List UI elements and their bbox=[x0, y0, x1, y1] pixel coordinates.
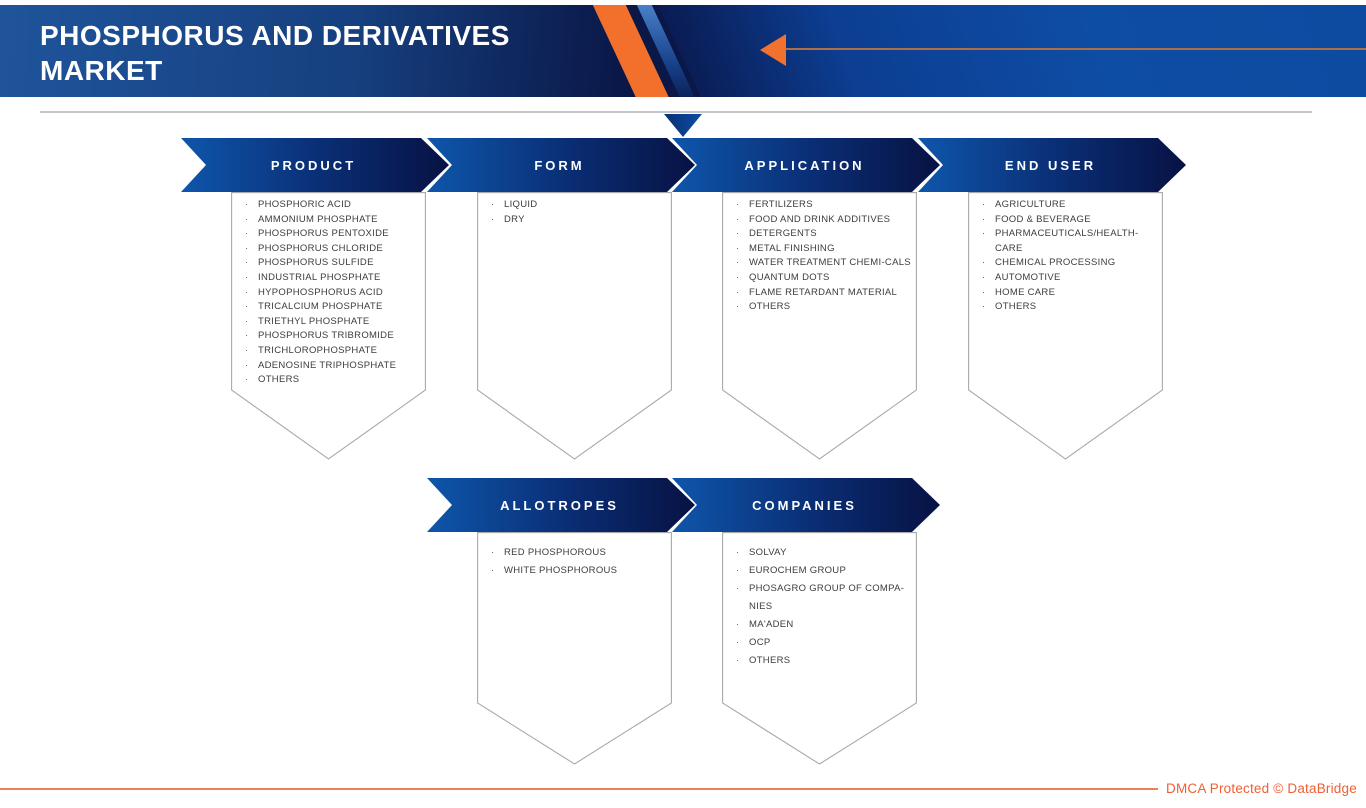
segment-form: FORM LIQUIDDRY bbox=[427, 138, 695, 460]
segment-item-list: RED PHOSPHOROUSWHITE PHOSPHOROUS bbox=[491, 544, 670, 580]
list-item: OTHERS bbox=[736, 300, 915, 315]
list-item: METAL FINISHING bbox=[736, 242, 915, 257]
segment-header-label: ALLOTROPES bbox=[500, 497, 619, 513]
list-item: HYPOPHOSPHORUS ACID bbox=[245, 286, 424, 301]
left-arrowhead-icon bbox=[760, 34, 786, 66]
list-item: CHEMICAL PROCESSING bbox=[982, 256, 1161, 271]
segment-item-list: FERTILIZERSFOOD AND DRINK ADDITIVESDETER… bbox=[736, 198, 915, 315]
segment-item-list: PHOSPHORIC ACIDAMMONIUM PHOSPHATEPHOSPHO… bbox=[245, 198, 424, 388]
segment-item-list: SOLVAYEUROCHEM GROUPPHOSAGRO GROUP OF CO… bbox=[736, 544, 915, 670]
list-item: INDUSTRIAL PHOSPHATE bbox=[245, 271, 424, 286]
watermark-text: DMCA Protected © DataBridge bbox=[1166, 781, 1357, 796]
list-item: DRY bbox=[491, 213, 670, 228]
list-item: WATER TREATMENT CHEMI-CALS bbox=[736, 256, 915, 271]
list-item: EUROCHEM GROUP bbox=[736, 562, 915, 580]
list-item: RED PHOSPHOROUS bbox=[491, 544, 670, 562]
segment-item-list: AGRICULTUREFOOD & BEVERAGEPHARMACEUTICAL… bbox=[982, 198, 1161, 315]
list-item: FERTILIZERS bbox=[736, 198, 915, 213]
list-item: QUANTUM DOTS bbox=[736, 271, 915, 286]
panel-outline bbox=[477, 532, 672, 765]
list-item: WHITE PHOSPHOROUS bbox=[491, 562, 670, 580]
title-banner: PHOSPHORUS AND DERIVATIVES MARKET bbox=[0, 5, 1366, 97]
list-item: FLAME RETARDANT MATERIAL bbox=[736, 286, 915, 301]
list-item: MA'ADEN bbox=[736, 616, 915, 634]
segment-companies: COMPANIES SOLVAYEUROCHEM GROUPPHOSAGRO G… bbox=[672, 478, 940, 765]
segment-header-companies: COMPANIES bbox=[672, 478, 940, 532]
list-item: OTHERS bbox=[736, 652, 915, 670]
segment-header-label: PRODUCT bbox=[270, 157, 357, 173]
segment-panel-companies: SOLVAYEUROCHEM GROUPPHOSAGRO GROUP OF CO… bbox=[722, 532, 917, 765]
list-item: PHOSPHORUS SULFIDE bbox=[245, 256, 424, 271]
list-item: FOOD AND DRINK ADDITIVES bbox=[736, 213, 915, 228]
segment-header-label: FORM bbox=[534, 157, 585, 173]
segment-panel-allotropes: RED PHOSPHOROUSWHITE PHOSPHOROUS bbox=[477, 532, 672, 765]
page-title-line1: PHOSPHORUS AND DERIVATIVES bbox=[40, 20, 510, 51]
list-item: PHOSPHORIC ACID bbox=[245, 198, 424, 213]
list-item: LIQUID bbox=[491, 198, 670, 213]
segment-product: PRODUCT PHOSPHORIC ACIDAMMONIUM PHOSPHAT… bbox=[181, 138, 449, 460]
list-item: PHOSPHORUS PENTOXIDE bbox=[245, 227, 424, 242]
segment-allotropes: ALLOTROPES RED PHOSPHOROUSWHITE PHOSPHOR… bbox=[427, 478, 695, 765]
segment-header-label: END USER bbox=[1004, 157, 1097, 173]
panel-outline bbox=[477, 192, 672, 460]
list-item: SOLVAY bbox=[736, 544, 915, 562]
list-item: AUTOMOTIVE bbox=[982, 271, 1161, 286]
segment-end-user: END USER AGRICULTUREFOOD & BEVERAGEPHARM… bbox=[918, 138, 1186, 460]
list-item: TRICALCIUM PHOSPHATE bbox=[245, 300, 424, 315]
list-item: ADENOSINE TRIPHOSPHATE bbox=[245, 359, 424, 374]
segment-header-allotropes: ALLOTROPES bbox=[427, 478, 695, 532]
list-item: PHOSPHORUS CHLORIDE bbox=[245, 242, 424, 257]
page-title: PHOSPHORUS AND DERIVATIVES MARKET bbox=[40, 18, 510, 88]
list-item: TRICHLOROPHOSPHATE bbox=[245, 344, 424, 359]
segment-application: APPLICATION FERTILIZERSFOOD AND DRINK AD… bbox=[672, 138, 940, 460]
page-title-line2: MARKET bbox=[40, 55, 163, 86]
down-arrow-icon bbox=[664, 114, 702, 137]
list-item: PHOSPHORUS TRIBROMIDE bbox=[245, 329, 424, 344]
list-item: AMMONIUM PHOSPHATE bbox=[245, 213, 424, 228]
segment-panel-product: PHOSPHORIC ACIDAMMONIUM PHOSPHATEPHOSPHO… bbox=[231, 192, 426, 460]
list-item: OTHERS bbox=[982, 300, 1161, 315]
divider-line bbox=[40, 111, 1312, 113]
watermark-line bbox=[0, 788, 1158, 790]
list-item: DETERGENTS bbox=[736, 227, 915, 242]
list-item: PHARMACEUTICALS/HEALTH-CARE bbox=[982, 227, 1161, 256]
list-item: OCP bbox=[736, 634, 915, 652]
segment-panel-end-user: AGRICULTUREFOOD & BEVERAGEPHARMACEUTICAL… bbox=[968, 192, 1163, 460]
list-item: AGRICULTURE bbox=[982, 198, 1161, 213]
segment-header-label: COMPANIES bbox=[752, 497, 857, 513]
segment-header-application: APPLICATION bbox=[672, 138, 940, 192]
list-item: PHOSAGRO GROUP OF COMPA-NIES bbox=[736, 580, 915, 616]
segment-header-form: FORM bbox=[427, 138, 695, 192]
list-item: OTHERS bbox=[245, 373, 424, 388]
list-item: HOME CARE bbox=[982, 286, 1161, 301]
segment-panel-application: FERTILIZERSFOOD AND DRINK ADDITIVESDETER… bbox=[722, 192, 917, 460]
segment-header-label: APPLICATION bbox=[744, 157, 865, 173]
segment-header-product: PRODUCT bbox=[181, 138, 449, 192]
pointer-line bbox=[786, 48, 1366, 50]
segment-item-list: LIQUIDDRY bbox=[491, 198, 670, 227]
list-item: TRIETHYL PHOSPHATE bbox=[245, 315, 424, 330]
list-item: FOOD & BEVERAGE bbox=[982, 213, 1161, 228]
segment-panel-form: LIQUIDDRY bbox=[477, 192, 672, 460]
segment-header-end-user: END USER bbox=[918, 138, 1186, 192]
